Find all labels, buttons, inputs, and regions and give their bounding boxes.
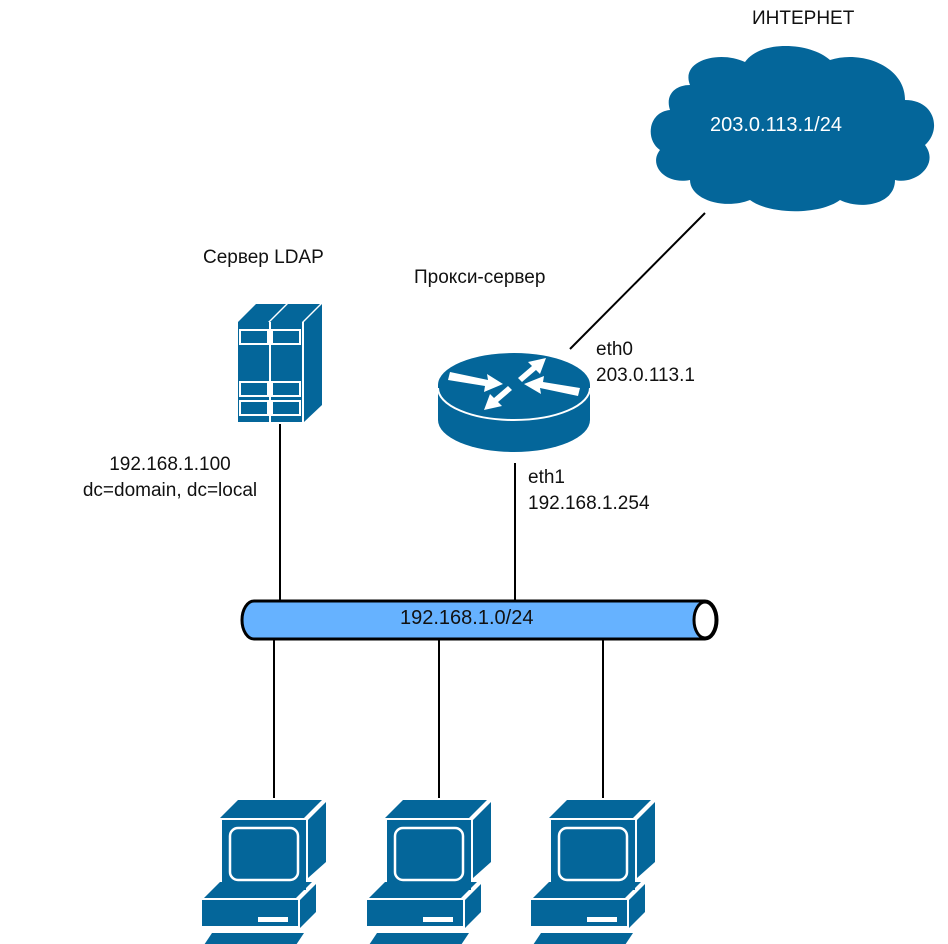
server-icon	[238, 304, 322, 422]
lan-subnet-label: 192.168.1.0/24	[400, 607, 534, 629]
router-icon	[437, 353, 591, 452]
ldap-server-label: Сервер LDAP	[203, 247, 324, 268]
cloud-icon	[650, 46, 935, 212]
workstation-icon	[365, 798, 493, 944]
internet-subnet-label: 203.0.113.1/24	[710, 114, 842, 136]
ldap-server-ip: 192.168.1.100	[109, 454, 231, 475]
proxy-eth1-name: eth1	[528, 467, 565, 488]
proxy-eth1-ip: 192.168.1.254	[528, 493, 650, 514]
link-internet-proxy	[569, 212, 706, 350]
internet-label: ИНТЕРНЕТ	[752, 8, 855, 29]
network-bus-icon	[240, 599, 719, 641]
workstation-icon	[529, 798, 657, 944]
workstation-icon	[200, 798, 328, 944]
ldap-server-base-dn: dc=domain, dc=local	[82, 480, 258, 501]
proxy-eth0-name: eth0	[596, 339, 633, 360]
proxy-eth0-ip: 203.0.113.1	[596, 365, 695, 386]
proxy-server-label: Прокси-сервер	[414, 267, 546, 288]
